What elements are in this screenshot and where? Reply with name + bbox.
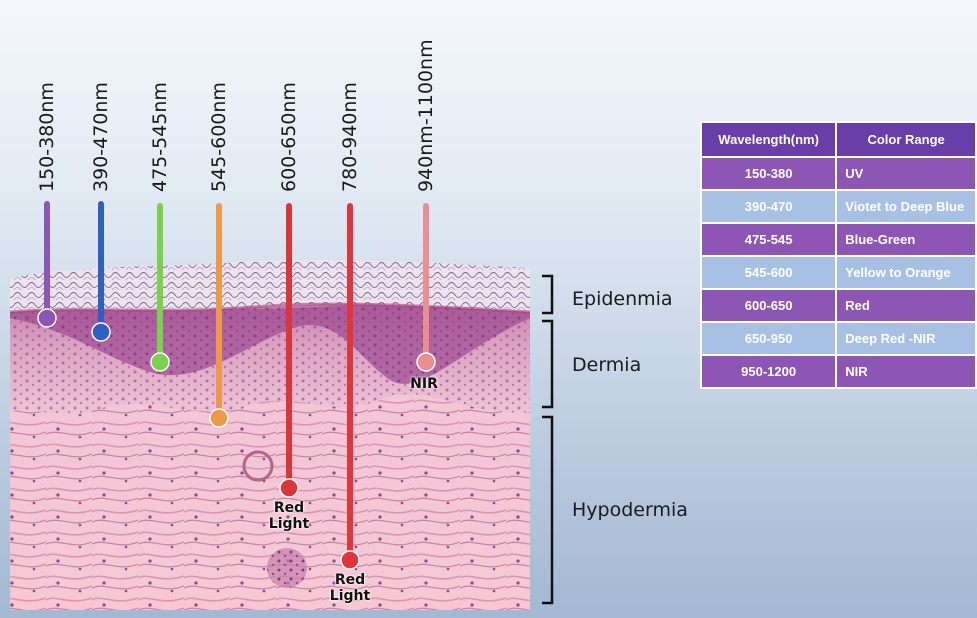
layer-label-epidermis: Epidenmia [572,288,673,310]
epidermis-bracket [542,274,554,315]
wavelength-cell: 650-950 [699,321,838,356]
probe-dot-4 [209,408,229,428]
wavelength-cell: 390-470 [699,189,838,224]
table-header-row: Wavelength(nm) Color Range [699,121,977,158]
wavelength-label-3: 475-545nm [149,82,171,192]
probe-dot-6 [340,550,360,570]
color-range-cell: Yellow to Orange [835,255,977,290]
table-row: 545-600 Yellow to Orange [699,255,977,290]
color-range-cell: NIR [835,354,977,389]
wavelength-cell: 950-1200 [699,354,838,389]
wavelength-label-2: 390-470nm [90,82,112,192]
wavelength-table: Wavelength(nm) Color Range 150-380 UV 39… [699,121,977,389]
wavelength-label-4: 545-600nm [208,82,230,192]
layer-label-hypodermis: Hypodermia [572,499,688,521]
wavelength-cell: 545-600 [699,255,838,290]
probe-dot-7 [416,352,436,372]
color-range-cell: Viotet to Deep Blue [835,189,977,224]
table-row: 600-650 Red [699,288,977,323]
table-row: 150-380 UV [699,156,977,191]
table-row: 475-545 Blue-Green [699,222,977,257]
probe-dot-5 [279,478,299,498]
wavelength-cell: 475-545 [699,222,838,257]
layer-label-dermis: Dermia [572,354,642,376]
probe-dot-3 [150,352,170,372]
wavelength-label-5: 600-650nm [278,82,300,192]
table-row: 950-1200 NIR [699,354,977,389]
hypodermis-bracket [542,415,554,605]
wavelength-label-7: 940nm-1100nm [415,39,437,192]
wavelength-label-6: 780-940nm [339,82,361,192]
color-range-cell: Deep Red -NIR [835,321,977,356]
column-header-color-range: Color Range [835,121,977,158]
wavelength-label-1: 150-380nm [36,82,58,192]
wavelength-cell: 600-650 [699,288,838,323]
wavelength-cell: 150-380 [699,156,838,191]
table-row: 390-470 Viotet to Deep Blue [699,189,977,224]
probe-end-label-7: NIR [410,376,438,392]
column-header-wavelength: Wavelength(nm) [699,121,838,158]
light-probes [37,201,436,570]
color-range-cell: UV [835,156,977,191]
color-range-cell: Blue-Green [835,222,977,257]
probe-dot-1 [37,308,57,328]
color-range-cell: Red [835,288,977,323]
dermis-bracket [542,319,554,409]
probe-dot-2 [91,322,111,342]
table-row: 650-950 Deep Red -NIR [699,321,977,356]
blood-vessel [242,450,274,482]
